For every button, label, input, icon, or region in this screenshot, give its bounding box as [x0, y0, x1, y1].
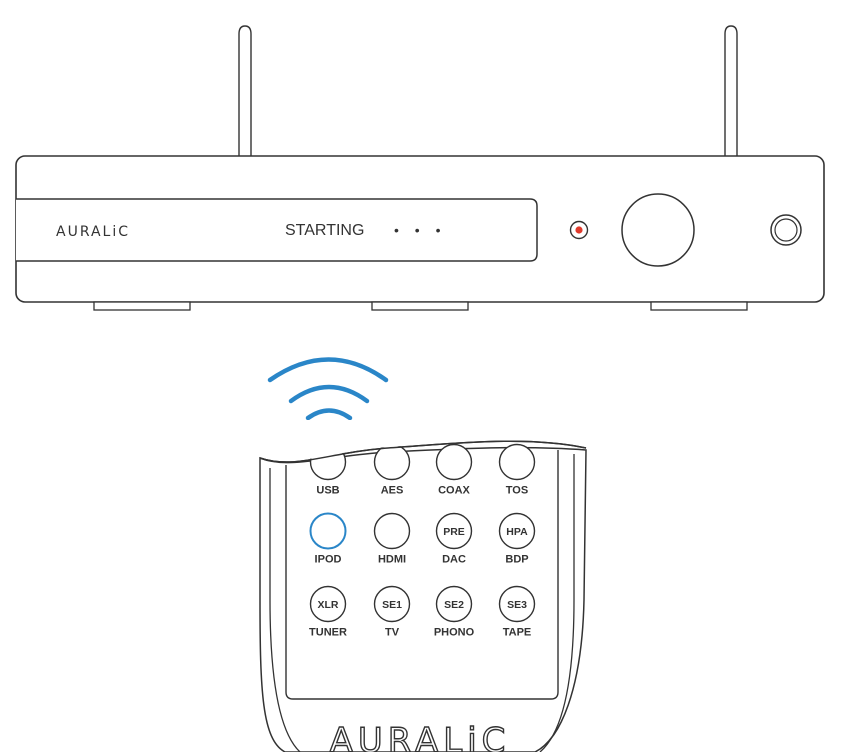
- remote-button-label: COAX: [438, 485, 470, 497]
- remote-button-label: AES: [381, 485, 404, 497]
- power-led-icon[interactable]: [569, 220, 589, 240]
- remote-button-panel: [285, 450, 559, 700]
- remote-button-circle[interactable]: [373, 443, 411, 481]
- device-foot-left: [93, 301, 191, 311]
- remote-button-aes[interactable]: AES: [373, 443, 411, 497]
- remote-button-top-label: HPA: [506, 526, 528, 538]
- device-logo: AURALiC: [56, 224, 130, 240]
- remote-button-coax[interactable]: COAX: [435, 443, 473, 497]
- remote-button-label: TV: [385, 627, 400, 639]
- remote-button-top-label: PRE: [443, 526, 465, 538]
- remote-button-ipod[interactable]: IPOD: [309, 512, 347, 566]
- remote-button-dac[interactable]: PRE DAC: [435, 512, 473, 566]
- remote-button-label: USB: [316, 485, 339, 497]
- device-foot-right: [650, 301, 748, 311]
- display-panel: [16, 198, 538, 262]
- remote-button-circle[interactable]: [435, 443, 473, 481]
- remote-button-circle[interactable]: [498, 512, 536, 550]
- right-antenna: [724, 25, 738, 157]
- remote-button-hdmi[interactable]: HDMI: [373, 512, 411, 566]
- remote-torn-edge: [258, 420, 590, 461]
- wifi-signal-icon: [267, 357, 389, 421]
- remote-logo: AURALiC: [330, 721, 511, 752]
- remote-button-label: TAPE: [503, 627, 532, 639]
- remote-button-label: PHONO: [434, 627, 475, 639]
- remote-button-label: TUNER: [309, 627, 347, 639]
- remote-button-tuner[interactable]: XLR TUNER: [309, 585, 347, 639]
- remote-button-circle[interactable]: [373, 512, 411, 550]
- device-foot-center: [371, 301, 469, 311]
- display-dots: • • •: [394, 222, 446, 238]
- remote-button-label: IPOD: [315, 554, 342, 566]
- headphone-jack-icon[interactable]: [770, 214, 802, 246]
- remote-button-circle[interactable]: [435, 585, 473, 623]
- remote-button-tos[interactable]: TOS: [498, 443, 536, 497]
- remote-button-label: TOS: [506, 485, 528, 497]
- display-status: STARTING: [285, 222, 364, 239]
- remote-button-circle[interactable]: [498, 443, 536, 481]
- remote-button-circle[interactable]: [498, 585, 536, 623]
- remote-button-label: BDP: [505, 554, 528, 566]
- left-antenna: [238, 25, 252, 157]
- remote-control: AURALiC: [259, 440, 587, 752]
- remote-button-top-label: SE2: [444, 599, 464, 611]
- remote-button-label: HDMI: [378, 554, 406, 566]
- remote-button-bdp[interactable]: HPA BDP: [498, 512, 536, 566]
- remote-button-circle[interactable]: [309, 512, 347, 550]
- volume-knob-icon[interactable]: [621, 193, 695, 267]
- remote-button-circle[interactable]: [373, 585, 411, 623]
- remote-button-circle[interactable]: [309, 585, 347, 623]
- remote-button-top-label: XLR: [318, 599, 339, 611]
- remote-button-top-label: SE1: [382, 599, 402, 611]
- remote-button-circle[interactable]: [435, 512, 473, 550]
- device-body: AURALiC STARTING • • •: [15, 155, 825, 311]
- remote-button-top-label: SE3: [507, 599, 527, 611]
- remote-button-label: DAC: [442, 554, 466, 566]
